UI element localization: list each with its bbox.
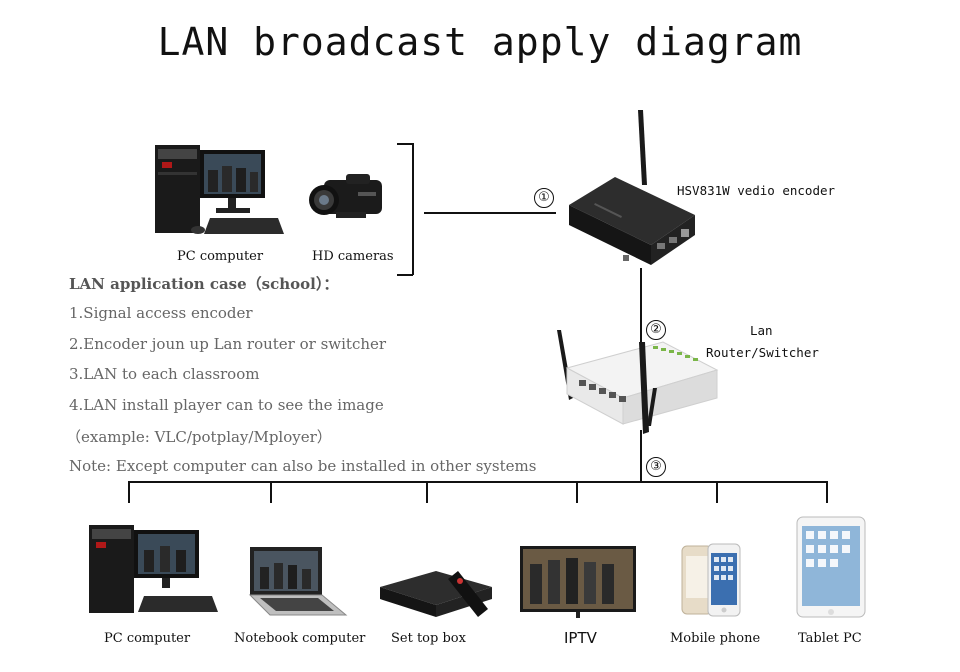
case-note: Note: Except computer can also be instal… <box>69 457 537 475</box>
case-line-3: 3.LAN to each classroom <box>69 365 260 383</box>
mobile-phone-icon <box>681 543 741 617</box>
router-to-bus-line <box>640 430 642 482</box>
set-top-box-icon <box>380 571 492 617</box>
drop-line-settop <box>426 481 428 503</box>
encoder-device-icon <box>569 110 695 265</box>
device-label-mobile: Mobile phone <box>670 631 761 646</box>
drop-line-mobile <box>716 481 718 503</box>
page-title: LAN broadcast apply diagram <box>157 20 803 64</box>
drop-line-tablet <box>826 481 828 503</box>
device-label-iptv: IPTV <box>564 629 597 647</box>
notebook-computer-icon <box>248 547 348 616</box>
device-label-pc: PC computer <box>104 631 191 646</box>
pc-computer-top-icon <box>155 145 284 234</box>
source-bracket-vertical <box>412 143 414 275</box>
router-label-line2: Router/Switcher <box>706 345 819 360</box>
step-2-marker: ② <box>646 320 666 340</box>
router-device-icon <box>557 330 719 434</box>
device-label-tablet: Tablet PC <box>798 631 862 646</box>
case-line-4: 4.LAN install player can to see the imag… <box>69 396 384 414</box>
hd-camera-icon <box>309 174 382 218</box>
distribution-bus <box>128 481 827 483</box>
device-label-notebook: Notebook computer <box>234 631 366 646</box>
source-to-encoder-line <box>424 212 556 214</box>
encoder-to-router-line <box>640 268 642 343</box>
source-bracket-top <box>397 143 413 145</box>
drop-line-notebook <box>270 481 272 503</box>
step-3-marker: ③ <box>646 457 666 477</box>
pc-computer-icon <box>89 525 218 613</box>
router-label-line1: Lan <box>750 323 773 338</box>
device-label-settop: Set top box <box>391 631 466 646</box>
case-line-5: （example: VLC/potplay/Mployer） <box>66 428 332 446</box>
case-line-1: 1.Signal access encoder <box>69 304 253 322</box>
tablet-pc-icon <box>796 516 866 618</box>
source-bracket-bottom <box>397 274 413 276</box>
iptv-icon <box>520 546 636 618</box>
encoder-label: HSV831W vedio encoder <box>677 183 836 198</box>
case-title: LAN application case（school）： <box>69 275 339 293</box>
pc-computer-label: PC computer <box>177 249 264 264</box>
step-1-marker: ① <box>534 188 554 208</box>
hd-cameras-label: HD cameras <box>312 249 394 264</box>
drop-line-pc <box>128 481 130 503</box>
case-line-2: 2.Encoder joun up Lan router or switcher <box>69 335 387 353</box>
drop-line-iptv <box>576 481 578 503</box>
